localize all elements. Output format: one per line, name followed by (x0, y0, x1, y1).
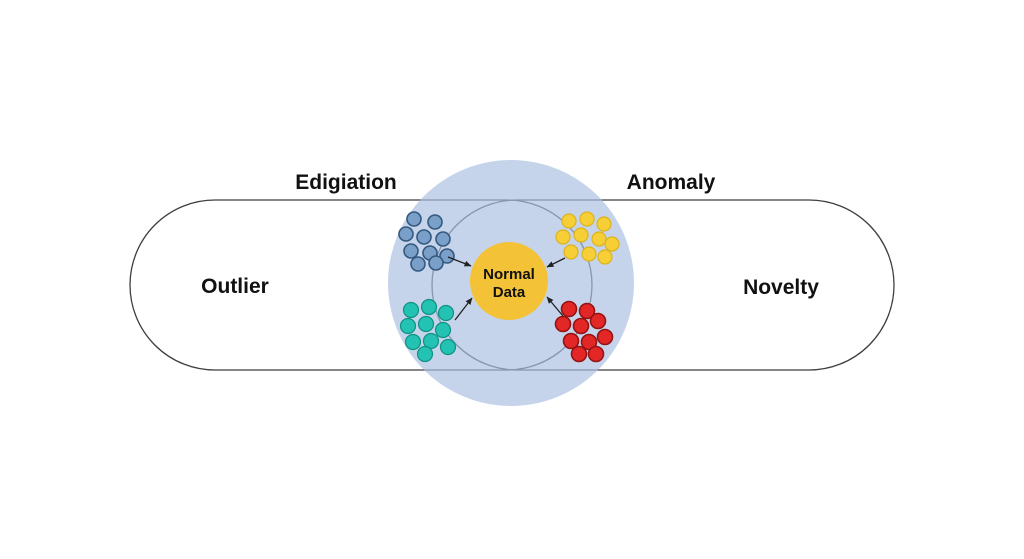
red-cluster-dot (587, 345, 605, 363)
normal-data-circle (470, 242, 548, 320)
red-cluster-dot (560, 300, 578, 318)
blue-cluster-dot (427, 214, 443, 230)
blue-cluster-dot (416, 229, 432, 245)
teal-cluster-dot (417, 315, 435, 333)
red-cluster (554, 300, 614, 363)
teal-cluster-dot (437, 304, 455, 322)
teal-cluster-dot (434, 321, 452, 339)
label-anomaly: Anomaly (627, 171, 716, 194)
blue-cluster-dot (398, 226, 414, 242)
yellow-cluster-dot (581, 246, 597, 262)
normal-data-label-line1: Normal (483, 266, 535, 283)
yellow-cluster-dot (563, 244, 579, 260)
teal-cluster-dot (439, 338, 457, 356)
red-cluster-dot (589, 312, 607, 330)
yellow-cluster-dot (597, 249, 613, 265)
arrow-yellow-to-center (546, 257, 566, 268)
red-cluster-dot (578, 302, 596, 320)
red-cluster-dot (580, 333, 598, 351)
label-outlier: Outlier (201, 275, 269, 298)
blue-cluster (398, 211, 455, 272)
yellow-cluster (555, 211, 620, 265)
arrow-teal-to-center (454, 297, 473, 321)
yellow-cluster-dot (591, 231, 607, 247)
yellow-cluster-dot (604, 236, 620, 252)
teal-cluster-dot (416, 345, 434, 363)
yellow-cluster-dot (573, 227, 589, 243)
red-cluster-dot (596, 328, 614, 346)
yellow-cluster-dot (596, 216, 612, 232)
yellow-cluster-dot (555, 229, 571, 245)
red-cluster-dot (570, 345, 588, 363)
label-novelty: Novelty (743, 276, 819, 299)
teal-cluster-dot (420, 298, 438, 316)
blue-cluster-dot (410, 256, 426, 272)
yellow-cluster-dot (579, 211, 595, 227)
arrow-red-to-center (546, 296, 564, 317)
teal-cluster (399, 298, 457, 363)
blue-cluster-dot (428, 255, 444, 271)
blue-cluster-dot (406, 211, 422, 227)
blue-cluster-dot (439, 248, 455, 264)
red-cluster-dot (562, 332, 580, 350)
red-cluster-dot (572, 317, 590, 335)
teal-cluster-dot (399, 317, 417, 335)
label-edigiation: Edigiation (295, 171, 397, 194)
arrow-blue-to-center (447, 256, 472, 267)
normal-data-label-line2: Data (493, 284, 526, 301)
yellow-cluster-dot (561, 213, 577, 229)
red-cluster-dot (554, 315, 572, 333)
teal-cluster-dot (402, 301, 420, 319)
blue-cluster-dot (403, 243, 419, 259)
blue-cluster-dot (435, 231, 451, 247)
teal-cluster-dot (422, 332, 440, 350)
teal-cluster-dot (404, 333, 422, 351)
